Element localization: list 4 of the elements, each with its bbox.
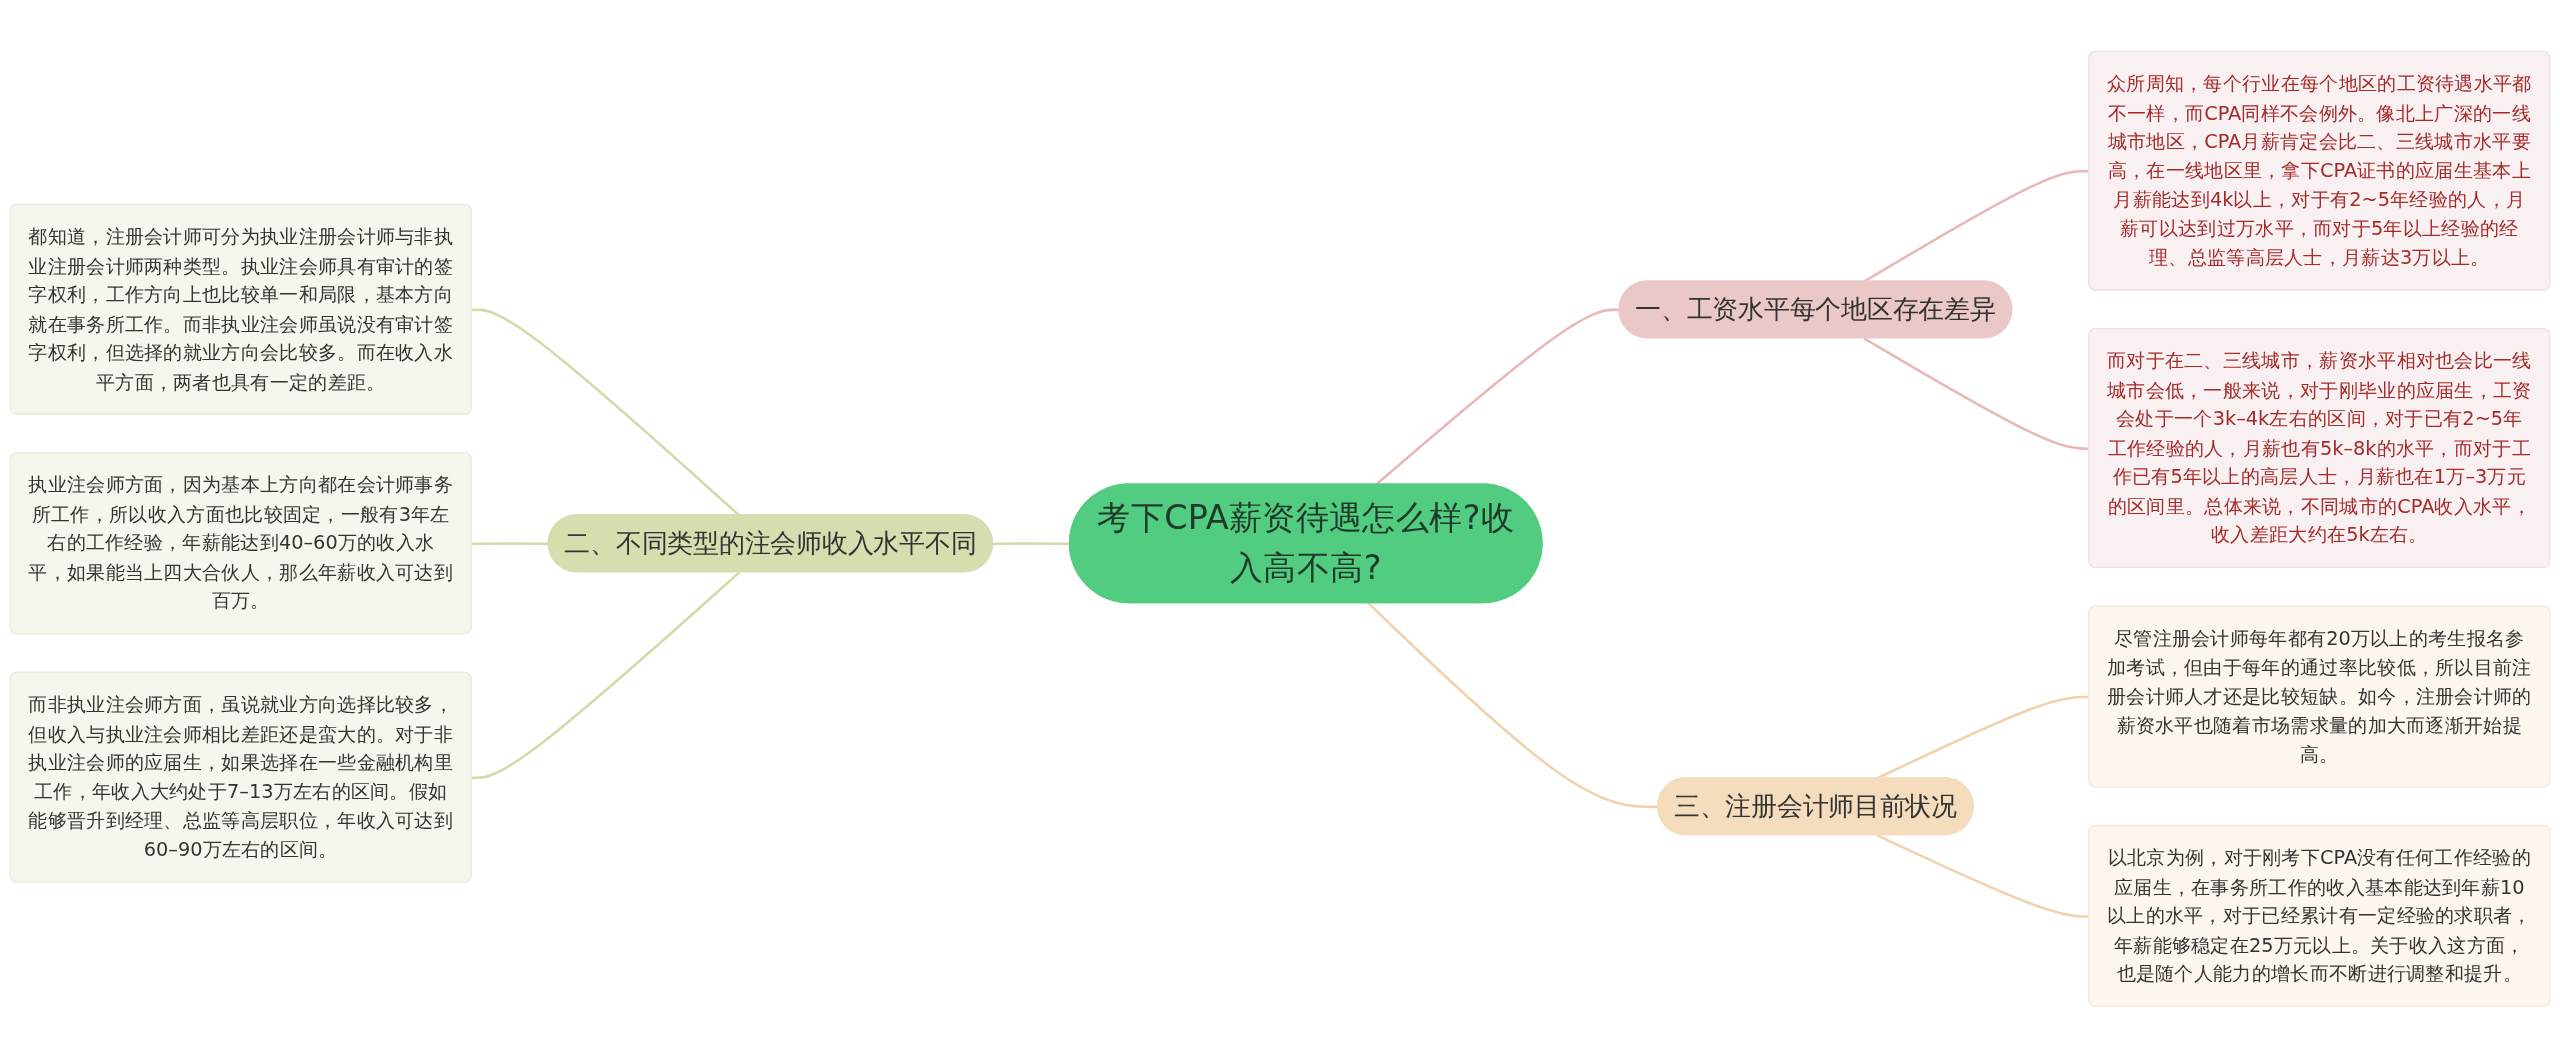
connector — [471, 571, 741, 780]
connector — [471, 542, 549, 546]
connector — [471, 308, 741, 517]
connector — [1375, 308, 1620, 486]
